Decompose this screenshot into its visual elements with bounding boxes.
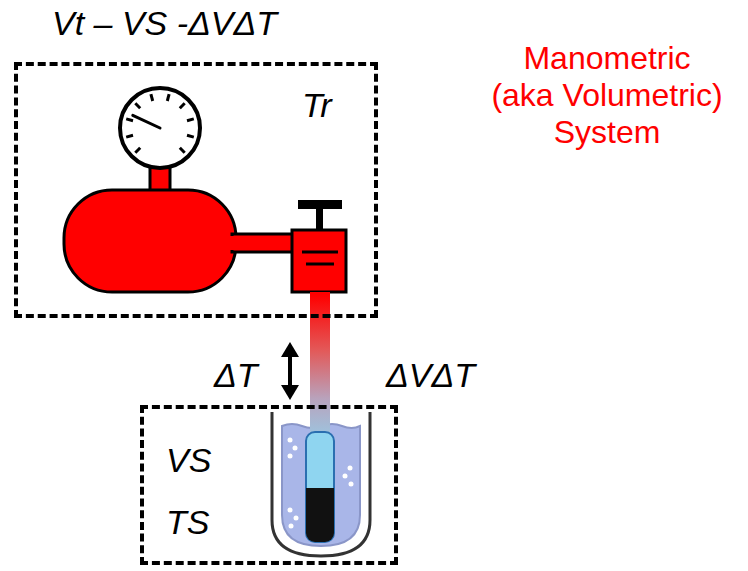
pressure-gauge bbox=[120, 88, 200, 168]
double-arrow bbox=[281, 342, 299, 400]
sample bbox=[306, 488, 334, 500]
volume-region: Vt – VS -ΔVΔTTr bbox=[14, 62, 378, 318]
gauge-needle bbox=[133, 115, 160, 128]
valve-seat bbox=[306, 263, 334, 266]
delta-label: ΔT bbox=[214, 356, 258, 395]
cryogen-bath bbox=[282, 424, 360, 546]
delta-label: ΔVΔT bbox=[386, 356, 475, 395]
sample-region: VS TS bbox=[140, 405, 398, 565]
dewar bbox=[272, 412, 370, 556]
sample-cell bbox=[306, 432, 334, 542]
pipe-joint bbox=[230, 236, 238, 250]
title: Manometric (aka Volumetric) System bbox=[491, 40, 723, 150]
valve-stem bbox=[316, 206, 323, 232]
volume-label: VS bbox=[166, 441, 211, 480]
pipe bbox=[232, 234, 296, 252]
sample bbox=[306, 488, 334, 542]
gas-reservoir bbox=[64, 190, 236, 292]
valve-body bbox=[292, 230, 346, 292]
valve-handle bbox=[298, 200, 342, 209]
sample-tube bbox=[310, 318, 330, 405]
valve-seat bbox=[302, 251, 338, 254]
temperature-label: TS bbox=[166, 503, 209, 542]
bubbles bbox=[288, 438, 354, 529]
volume-label: Vt – VS -ΔVΔT bbox=[52, 4, 277, 43]
temperature-label: Tr bbox=[302, 86, 332, 125]
gauge-ticks bbox=[126, 94, 194, 153]
